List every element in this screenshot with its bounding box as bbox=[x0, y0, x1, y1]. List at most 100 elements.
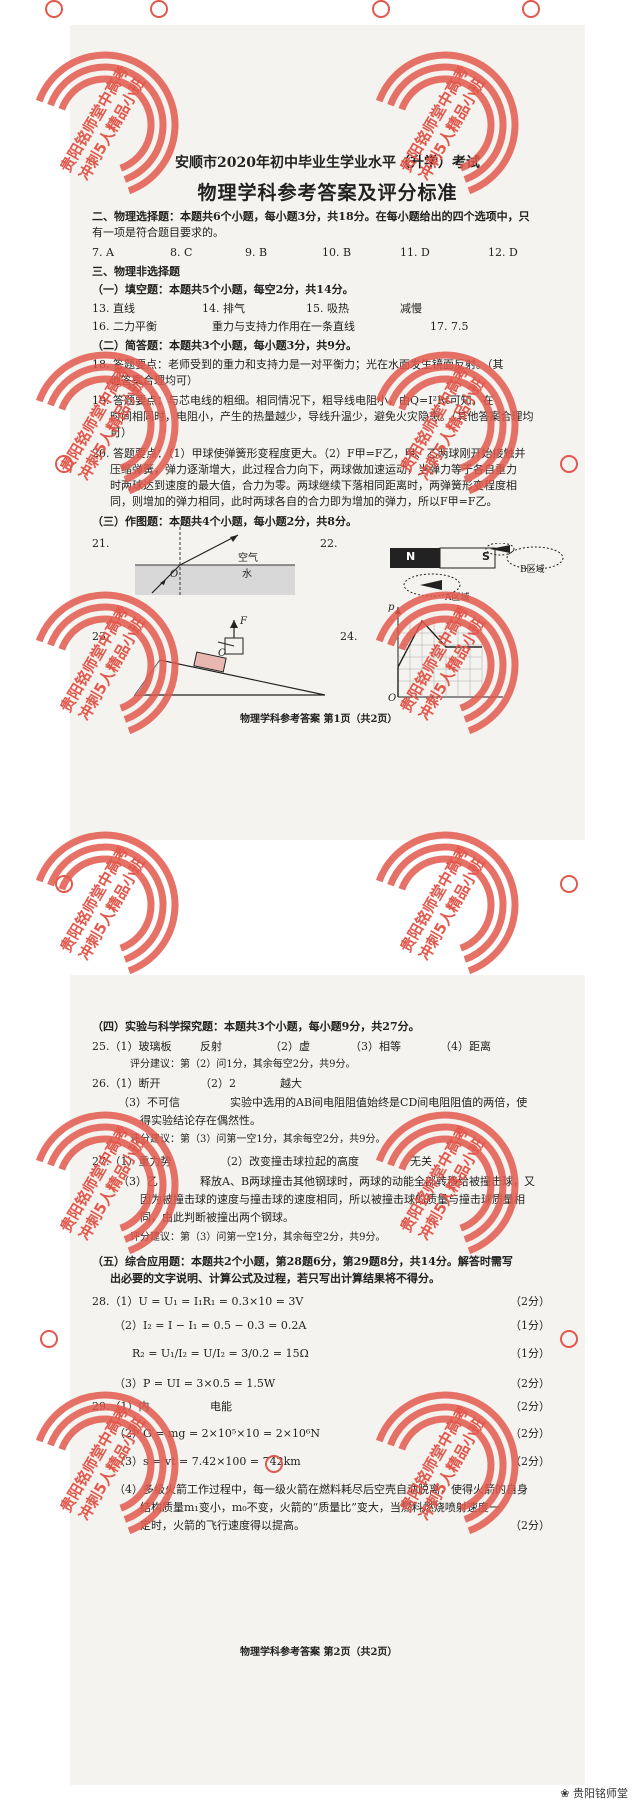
watermark-arc bbox=[375, 831, 519, 975]
q21-label: 21. bbox=[92, 537, 110, 550]
p-axis-label: p bbox=[388, 602, 395, 613]
fill-answer: 17. 7.5 bbox=[430, 320, 469, 333]
choice-answer: 7. A bbox=[92, 246, 114, 259]
choice-answer: 11. D bbox=[400, 246, 430, 259]
watermark-dot bbox=[55, 455, 73, 473]
section2-heading: 二、物理选择题：本题共6个小题，每小题3分，共18分。在每小题给出的四个选项中，… bbox=[92, 210, 530, 223]
q26-answer: （2）2 bbox=[200, 1077, 236, 1090]
watermark-arc bbox=[47, 843, 167, 963]
q25-answer: （4）距离 bbox=[440, 1040, 491, 1053]
svg-text:冲刺5人精品小班: 冲刺5人精品小班 bbox=[415, 855, 488, 964]
q20-answer-cont: 压缩弹簧，弹力逐渐增大，此过程合力向下，两球做加速运动，当弹力等于各自重力 bbox=[110, 463, 517, 476]
section4-heading: （四）实验与科学探究题：本题共3个小题，每小题9分，共27分。 bbox=[92, 1020, 420, 1033]
q25-answer: 25.（1）玻璃板 bbox=[92, 1040, 172, 1053]
q28-2b-score: （1分） bbox=[510, 1347, 550, 1360]
page-footer: 物理学科参考答案 第2页（共2页） bbox=[240, 1647, 398, 1658]
q25-answer: （2）虚 bbox=[270, 1040, 310, 1053]
svg-text:贵阳铭师堂中高考: 贵阳铭师堂中高考 bbox=[57, 843, 133, 956]
wechat-icon: ❀ bbox=[560, 1787, 570, 1800]
q28-1-score: （2分） bbox=[510, 1295, 550, 1308]
q24-label: 24. bbox=[340, 630, 358, 643]
q29-4-answer: （4）多级火箭工作过程中，每一级火箭在燃料耗尽后空壳自动脱离，使得火箭的自身 bbox=[114, 1483, 528, 1496]
refraction-diagram bbox=[135, 527, 295, 595]
fill-blank-heading: （一）填空题：本题共5个小题，每空2分，共14分。 bbox=[92, 283, 354, 296]
brand-logo: ❀ 贵阳铭师堂 bbox=[560, 1785, 628, 1801]
q20-answer-cont: 同，则增加的弹力相同，此时两球各自的合力即为增加的弹力，所以F甲=F乙。 bbox=[110, 495, 498, 508]
section5-heading: （五）综合应用题：本题共2个小题，第28题6分，第29题8分，共14分。解答时需… bbox=[92, 1255, 513, 1268]
watermark-dot bbox=[40, 1330, 58, 1348]
origin-label: O bbox=[170, 569, 179, 580]
q19-answer: 19. 答题要点：与芯电线的粗细。相同情况下，粗导线电阻小，由Q=I²Rt可知，… bbox=[92, 394, 494, 407]
q23-label: 23. bbox=[92, 630, 110, 643]
answer-page-2: （四）实验与科学探究题：本题共3个小题，每小题9分，共27分。 25.（1）玻璃… bbox=[70, 975, 585, 1785]
watermark-dot bbox=[372, 0, 390, 18]
watermark-dot bbox=[560, 875, 578, 893]
q29-3-score: （2分） bbox=[510, 1455, 550, 1468]
q19-answer-cont: 可） bbox=[110, 426, 132, 439]
q18-answer: 18. 答题要点：老师受到的重力和支持力是一对平衡力；光在水面发生镜面反射。（其 bbox=[92, 358, 504, 371]
answer-key-title: 物理学科参考答案及评分标准 bbox=[197, 182, 458, 204]
q26-3-explanation-cont: 得实验结论存在偶然性。 bbox=[140, 1114, 261, 1127]
q25-answer: 反射 bbox=[200, 1040, 222, 1053]
q29-1-answer-b: 电能 bbox=[210, 1400, 232, 1413]
q28-2-answer: （2）I₂ = I − I₁ = 0.5 − 0.3 = 0.2A bbox=[114, 1319, 307, 1332]
watermark-dot bbox=[522, 0, 540, 18]
q26-3-answer: （3）不可信 bbox=[118, 1096, 180, 1109]
q28-2-score: （1分） bbox=[510, 1319, 550, 1332]
q29-1-score: （2分） bbox=[510, 1400, 550, 1413]
section3-heading: 三、物理非选择题 bbox=[92, 265, 180, 278]
q29-1-answer: 29.（1）内 bbox=[92, 1400, 150, 1413]
section2-heading-cont: 有一项是符合题目要求的。 bbox=[92, 226, 224, 239]
q25-answer: （3）相等 bbox=[350, 1040, 401, 1053]
q26-answer: 越大 bbox=[280, 1077, 302, 1090]
north-pole-label: N bbox=[406, 550, 416, 563]
watermark-arc bbox=[387, 843, 507, 963]
brand-name: 贵阳铭师堂 bbox=[573, 1787, 628, 1800]
watermark-arc bbox=[58, 855, 155, 952]
q25-scoring-note: 评分建议：第（2）问1分，其余每空2分，共9分。 bbox=[130, 1059, 356, 1070]
svg-text:贵阳铭师堂中高考: 贵阳铭师堂中高考 bbox=[397, 843, 473, 956]
watermark-dot bbox=[560, 455, 578, 473]
incline-force-diagram bbox=[133, 620, 326, 696]
drawing-heading: （三）作图题：本题共4个小题，每小题2分，共8分。 bbox=[92, 515, 357, 528]
q29-4-answer-cont: 定时，火箭的飞行速度得以提高。 bbox=[140, 1519, 305, 1532]
watermark-arc bbox=[35, 831, 179, 975]
force-label: F bbox=[240, 616, 247, 627]
watermark-dot bbox=[265, 1455, 283, 1473]
fill-answer: 15. 吸热 bbox=[306, 302, 349, 315]
air-label: 空气 bbox=[238, 553, 258, 564]
fill-answer: 14. 排气 bbox=[202, 302, 245, 315]
watermark-dot bbox=[150, 0, 168, 18]
q19-answer-cont: 时间相同时，电阻小，产生的热量越少，导线升温少，避免火灾隐患。（其他答案合理均 bbox=[110, 410, 534, 423]
magnet-diagram bbox=[390, 543, 564, 597]
q27-scoring-note: 评分建议：第（3）问第一空1分，其余每空2分，共9分。 bbox=[130, 1232, 386, 1243]
fill-answer: 16. 二力平衡 bbox=[92, 320, 157, 333]
watermark-arc bbox=[398, 855, 495, 952]
q28-3-score: （2分） bbox=[510, 1377, 550, 1390]
fill-answer: 13. 直线 bbox=[92, 302, 135, 315]
q26-3-explanation: 实验中选用的AB间电阻阻值始终是CD间电阻阻值的两倍，使 bbox=[230, 1096, 528, 1109]
q27-3-answer: （3）乙 bbox=[118, 1175, 158, 1188]
watermark-dot bbox=[45, 0, 63, 18]
exam-title: 安顺市2020年初中毕业生学业水平（升学）考试 bbox=[175, 155, 480, 171]
page-footer: 物理学科参考答案 第1页（共2页） bbox=[240, 714, 398, 725]
q27-3-explanation-cont: 因为被撞击球的速度与撞击球的速度相同，所以被撞击球的质量与撞击球质量相 bbox=[140, 1193, 525, 1206]
q27-answer: 27.（1）重力势 bbox=[92, 1155, 172, 1168]
q28-2b-answer: R₂ = U₁/I₂ = U/I₂ = 3/0.2 = 15Ω bbox=[132, 1347, 309, 1360]
answer-page-1: 安顺市2020年初中毕业生学业水平（升学）考试 物理学科参考答案及评分标准 二、… bbox=[70, 25, 585, 840]
q26-answer: 26.（1）断开 bbox=[92, 1077, 161, 1090]
q29-4-answer-cont: 结构质量m₁变小，m₀不变，火箭的“质量比”变大，当燃料燃烧喷射速度一 bbox=[140, 1501, 500, 1514]
south-pole-label: S bbox=[482, 550, 490, 563]
section5-heading-cont: 出必要的文字说明、计算公式及过程，若只写出计算结果将不得分。 bbox=[110, 1272, 440, 1285]
q20-answer: 20. 答题要点：（1）甲球使弹簧形变程度更大。（2）F甲=F乙，甲、乙两球刚开… bbox=[92, 447, 526, 460]
q27-answer: （2）改变撞击球拉起的高度 bbox=[220, 1155, 359, 1168]
fill-answer: 减慢 bbox=[400, 302, 422, 315]
q20-answer-cont: 时两球达到速度的最大值，合力为零。两球继续下落相同距离时，两弹簧形变程度相 bbox=[110, 479, 517, 492]
svg-text:冲刺5人精品小班: 冲刺5人精品小班 bbox=[75, 855, 148, 964]
q26-scoring-note: 评分建议：第（3）问第一空1分，其余每空2分，共9分。 bbox=[130, 1134, 386, 1145]
q28-3-answer: （3）P = UI = 3×0.5 = 1.5W bbox=[114, 1377, 276, 1390]
q22-label: 22. bbox=[320, 537, 338, 550]
